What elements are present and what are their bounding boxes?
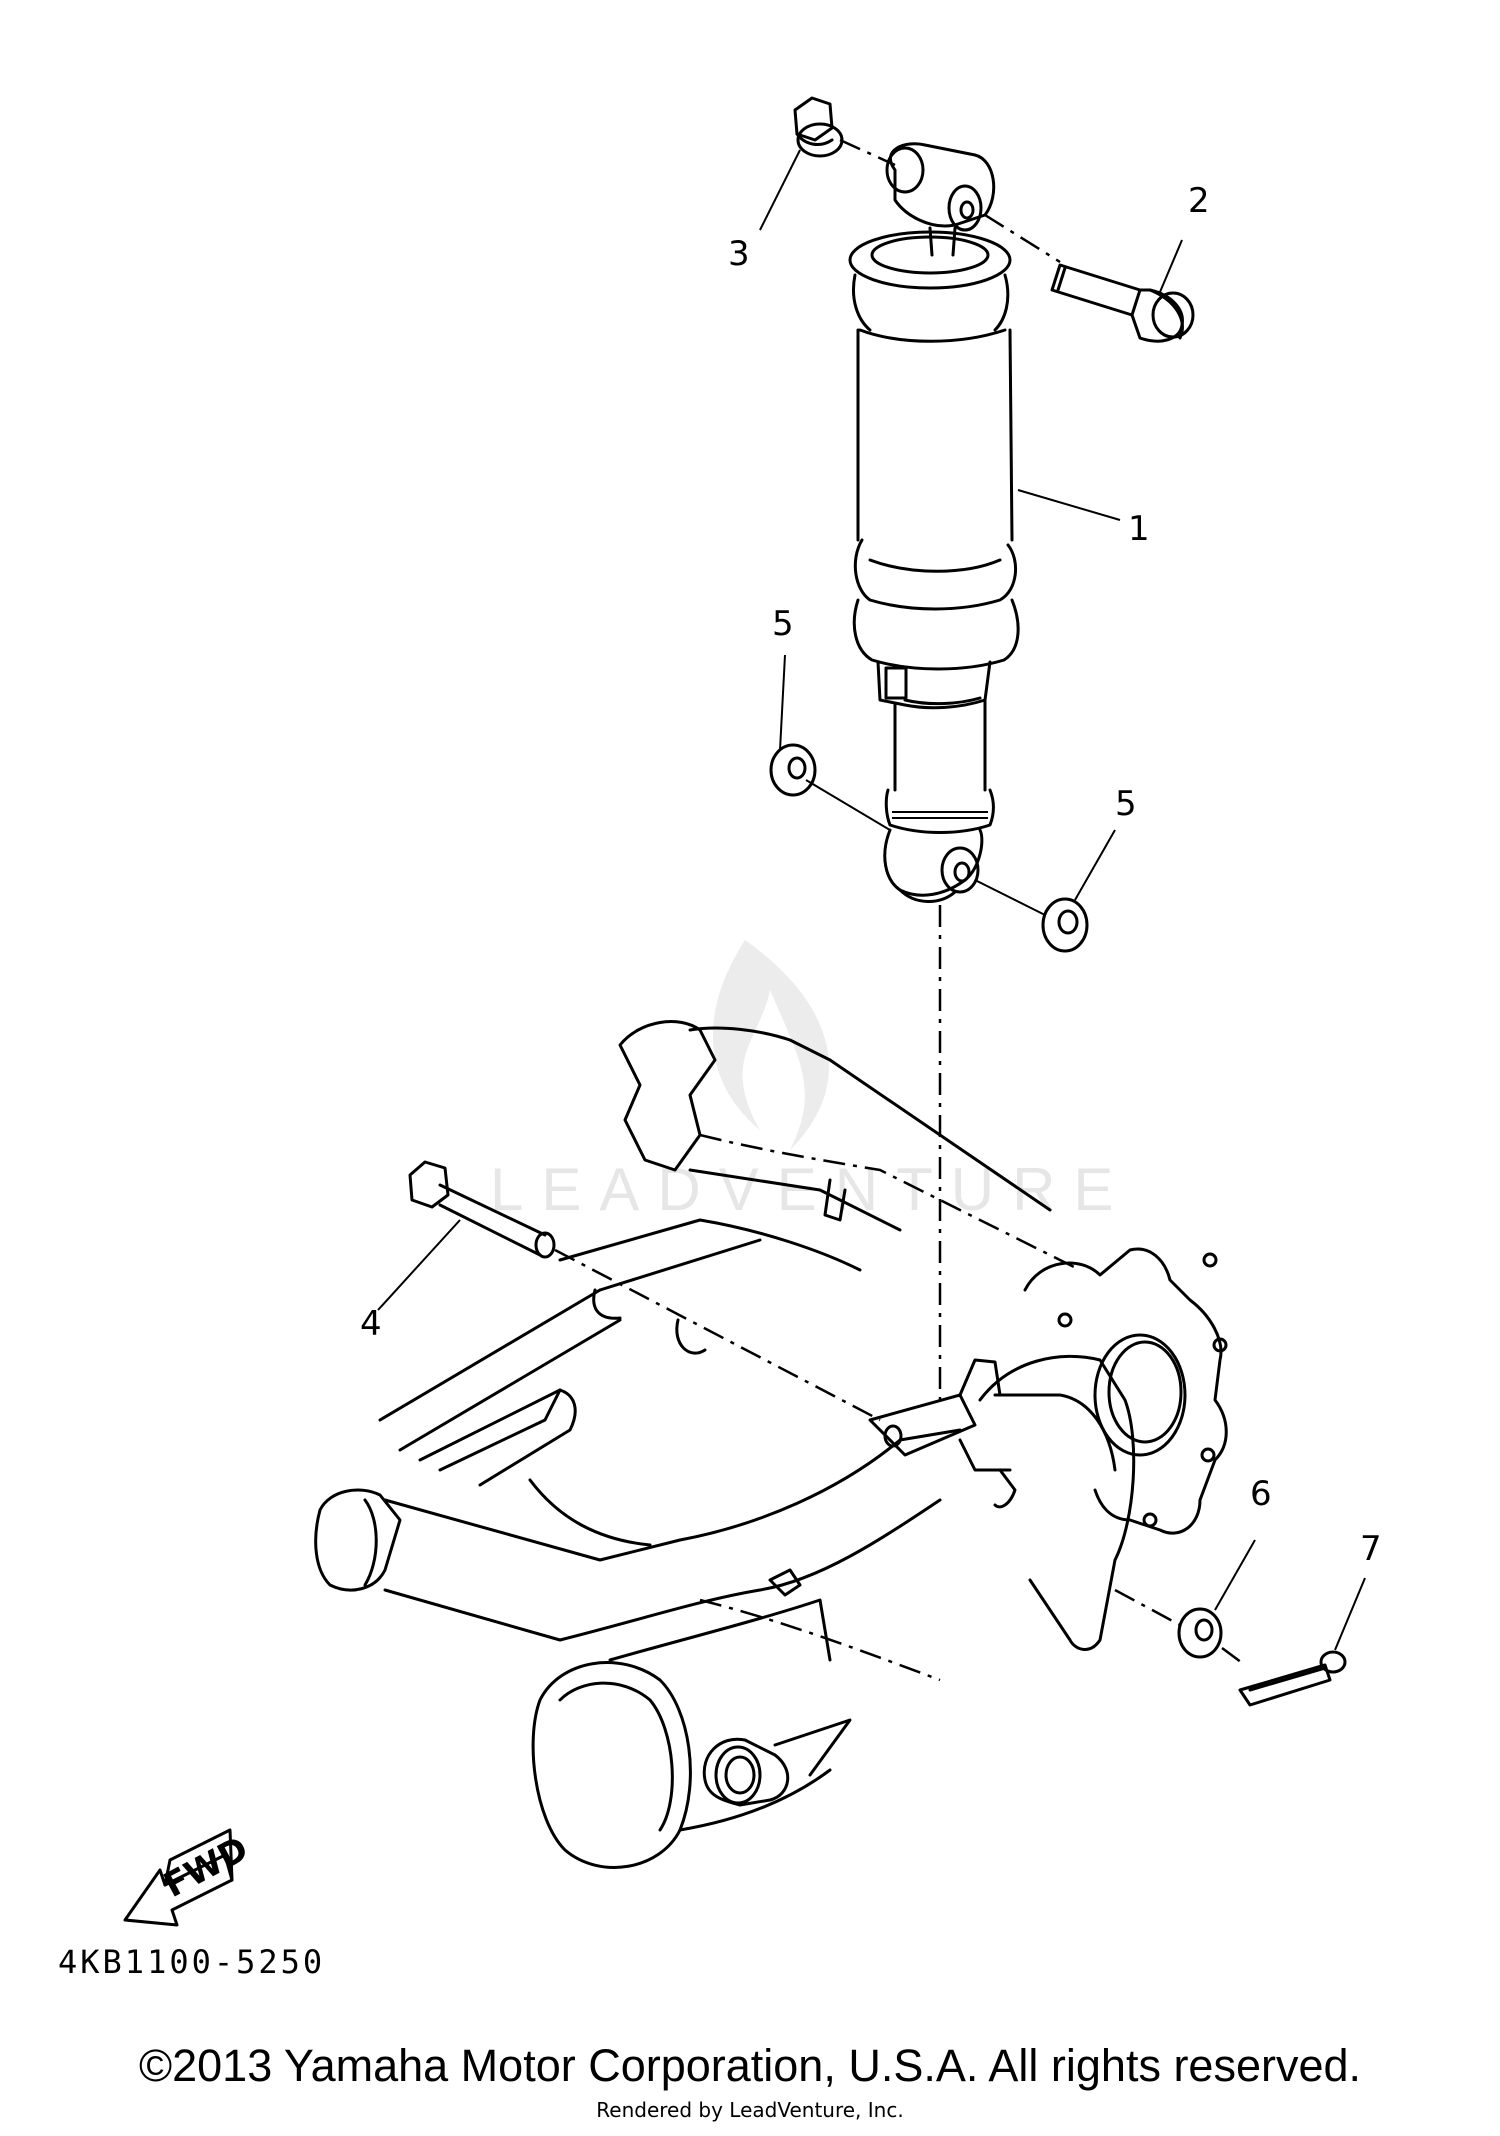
part-1-shock-absorber[interactable] <box>848 142 1121 903</box>
callout-6: 6 <box>1250 1474 1272 1514</box>
copyright-notice: ©2013 Yamaha Motor Corporation, U.S.A. A… <box>138 2040 1362 2091</box>
callout-4: 4 <box>360 1304 382 1344</box>
callout-7: 7 <box>1360 1529 1382 1569</box>
callout-1: 1 <box>1128 509 1150 549</box>
callout-2: 2 <box>1188 181 1210 221</box>
part-4-pivot-bolt[interactable] <box>377 1160 556 1311</box>
part-3-flange-nut[interactable] <box>759 96 844 231</box>
callout-5-upper: 5 <box>772 604 794 644</box>
fwd-arrow-icon: FWD <box>123 1828 255 1927</box>
part-5-washer-lower[interactable] <box>1041 829 1116 953</box>
part-6-washer[interactable] <box>1177 1539 1256 1659</box>
callout-3: 3 <box>728 234 750 274</box>
part-2-upper-bolt[interactable] <box>1050 239 1195 343</box>
swingarm[interactable] <box>314 1020 1228 1869</box>
rendered-by-credit: Rendered by LeadVenture, Inc. <box>596 2098 904 2122</box>
part-5-washer-upper[interactable] <box>769 654 817 797</box>
part-7-cotter-pin[interactable] <box>1238 1577 1366 1707</box>
callout-5-lower: 5 <box>1115 784 1137 824</box>
leadventure-watermark: LEADVENTURE <box>490 940 1131 1223</box>
watermark-text: LEADVENTURE <box>490 1156 1131 1223</box>
diagram-part-number: 4KB1100-5250 <box>58 1943 326 1981</box>
